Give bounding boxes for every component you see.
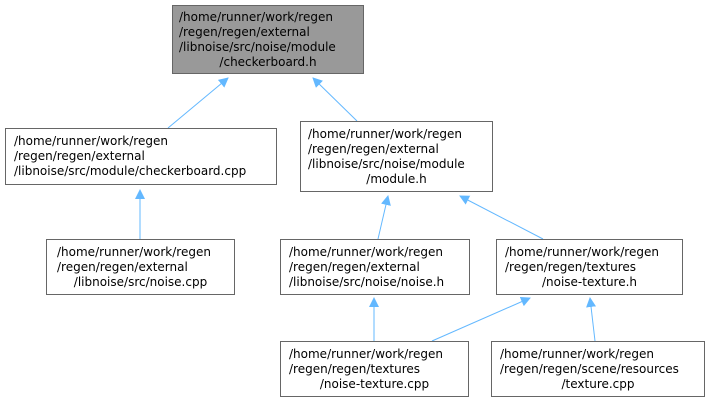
node-noise-cpp[interactable]: /home/runner/work/regen /regen/regen/ext…	[46, 239, 235, 295]
edge-noise-h-to-module-h	[377, 195, 391, 240]
node-line: /regen/regen/textures	[505, 259, 637, 274]
node-line: /libnoise/src/module/checkerboard.cpp	[14, 164, 247, 178]
edge-checkerboard-cpp-to-checkerboard-h	[167, 77, 229, 129]
edge-texture-cpp-to-noise-texture-h	[586, 297, 597, 342]
node-line: /libnoise/src/noise/noise.h	[289, 274, 445, 289]
edge-noise-texture-cpp-to-noise-texture-h	[431, 297, 531, 342]
node-checkerboard-h: /home/runner/work/regen /regen/regen/ext…	[172, 5, 364, 74]
node-line: /libnoise/src/noise/module	[179, 39, 336, 54]
node-line: /libnoise/src/noise.cpp	[73, 274, 208, 289]
node-checkerboard-cpp[interactable]: /home/runner/work/regen /regen/regen/ext…	[5, 128, 277, 185]
node-line: /regen/regen/external	[14, 149, 145, 163]
node-line: /home/runner/work/regen	[179, 9, 333, 24]
node-line: /checkerboard.h	[219, 54, 317, 69]
node-line: /texture.cpp	[561, 376, 635, 391]
node-line: /regen/regen/external	[308, 141, 439, 156]
node-line: /home/runner/work/regen	[505, 244, 659, 259]
node-line: /regen/regen/external	[57, 259, 188, 274]
edge-noise-texture-h-to-module-h	[459, 195, 544, 240]
node-line: /regen/regen/external	[289, 259, 420, 274]
edge-module-h-to-checkerboard-h	[312, 77, 358, 122]
node-line: /home/runner/work/regen	[57, 244, 211, 259]
node-line: /module.h	[366, 171, 427, 186]
node-line: /noise-texture.cpp	[319, 376, 430, 391]
node-noise-h[interactable]: /home/runner/work/regen /regen/regen/ext…	[280, 239, 470, 295]
node-line: /noise-texture.h	[541, 274, 638, 289]
node-line: /regen/regen/scene/resources	[500, 361, 679, 376]
node-line: /home/runner/work/regen	[289, 346, 443, 361]
node-line: /home/runner/work/regen	[500, 346, 654, 361]
node-module-h[interactable]: /home/runner/work/regen /regen/regen/ext…	[300, 121, 493, 192]
node-noise-texture-h[interactable]: /home/runner/work/regen /regen/regen/tex…	[496, 239, 683, 295]
node-line: /home/runner/work/regen	[14, 134, 168, 148]
node-line: /regen/regen/textures	[289, 361, 421, 376]
node-line: /regen/regen/external	[179, 24, 310, 39]
node-texture-cpp[interactable]: /home/runner/work/regen /regen/regen/sce…	[491, 341, 705, 397]
node-line: /home/runner/work/regen	[289, 244, 443, 259]
node-line: /libnoise/src/noise/module	[308, 156, 465, 171]
node-noise-texture-cpp[interactable]: /home/runner/work/regen /regen/regen/tex…	[280, 341, 469, 397]
node-line: /home/runner/work/regen	[308, 126, 462, 141]
edge-group	[135, 77, 597, 342]
